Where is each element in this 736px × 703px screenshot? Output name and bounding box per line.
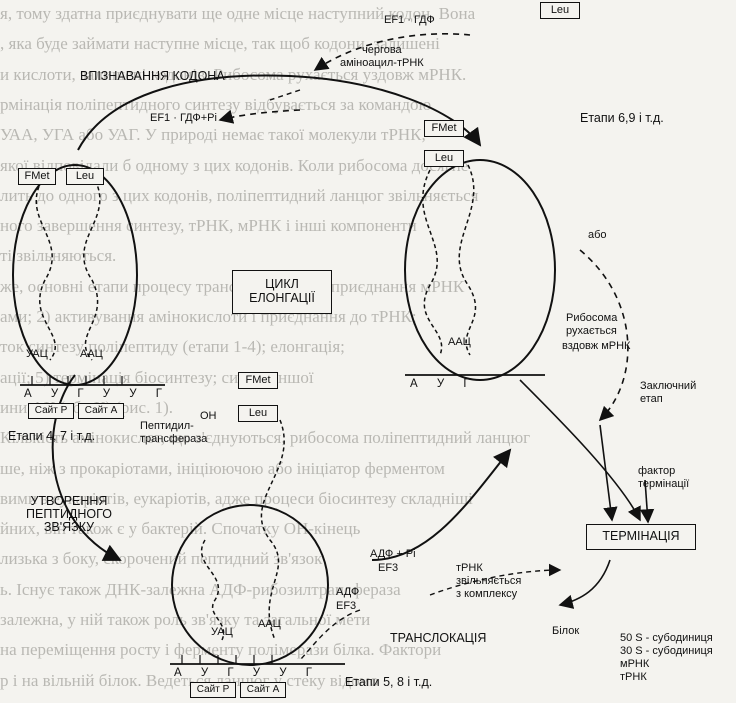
- trna-bottom-2: [260, 419, 285, 641]
- fmet-box-bottom: FMet: [238, 372, 278, 389]
- label-ef1-gdf: EF1 · ГДФ: [384, 14, 435, 26]
- dashed-arrow-adf: [299, 609, 361, 661]
- anticodon-left-2: ААЦ: [80, 348, 103, 360]
- site-p-bottom: Сайт Р: [190, 682, 236, 698]
- label-mrna: мРНК: [620, 658, 650, 670]
- label-adf-pi: АДФ + Pi: [370, 548, 416, 560]
- label-stages-47: Етапи 4, 7 і т.д.: [8, 429, 96, 443]
- label-codon-recognition: ВПІЗНАВАННЯ КОДОНА: [80, 69, 225, 83]
- trna-left-1: [35, 179, 56, 361]
- termination-box: ТЕРМІНАЦІЯ: [586, 524, 696, 550]
- anticodon-bottom-1: УАЦ: [211, 626, 233, 638]
- site-a-bottom: Сайт А: [240, 682, 286, 698]
- trna-right-1: [422, 169, 443, 356]
- dashed-arrow-next-trna: [313, 32, 471, 71]
- label-subunit-50s: 50 S - субодиниця: [620, 632, 713, 644]
- trna-left-2: [83, 179, 101, 361]
- arrow-from-termination: [558, 559, 611, 609]
- label-translocation: ТРАНСЛОКАЦІЯ: [390, 631, 487, 645]
- dashed-arrow-trna-released: [429, 563, 562, 596]
- anticodon-bottom-2: ААЦ: [258, 618, 281, 630]
- dashed-arrow-ef1-pi: [218, 109, 301, 124]
- dashed-arrow-or: [579, 249, 629, 422]
- label-peptidyl-transferase: Пептидил- трансфераза: [140, 420, 208, 445]
- label-ef1-gdf-pi: EF1 · ГДФ+Pi: [150, 112, 217, 124]
- label-or: або: [588, 229, 607, 241]
- label-next-trna: чергова аміноацил-тРНК: [340, 44, 424, 69]
- label-stages-69: Етапи 6,9 і т.д.: [580, 111, 664, 125]
- codon-ticks-bottom: [181, 655, 273, 664]
- dashed-arrow-ef1-out: [269, 89, 301, 101]
- cycle-arrow-bottom: [371, 448, 512, 561]
- label-ribosome-moves: Рибосома рухається: [566, 312, 618, 337]
- anticodon-right: ААЦ: [448, 336, 471, 348]
- label-oh: ОН: [200, 410, 217, 422]
- label-trna: тРНК: [620, 671, 647, 683]
- site-p-left: Сайт Р: [28, 403, 74, 419]
- codons-left: А У Г У У Г: [24, 388, 171, 400]
- label-subunit-30s: 30 S - субодиниця: [620, 645, 713, 657]
- label-protein: Білок: [552, 625, 580, 637]
- label-ef3b: EF3: [336, 600, 357, 612]
- arrow-factor: [639, 479, 655, 524]
- label-adf: АДФ: [336, 586, 360, 598]
- arrow-to-termination-2: [599, 424, 618, 522]
- label-peptide-bond: УТВОРЕННЯ ПЕПТИДНОГО ЗВ'ЯЗКУ: [26, 494, 112, 534]
- label-along-mrna: вздовж мРНК: [562, 340, 631, 352]
- anticodon-left-1: УАЦ: [26, 348, 48, 360]
- label-stages-58: Етапи 5, 8 і т.д.: [345, 675, 433, 689]
- arrow-to-termination-1: [519, 379, 641, 522]
- cycle-arrow-top: [77, 74, 482, 151]
- codon-ticks-left: [31, 376, 123, 385]
- leu-box-left: Leu: [66, 168, 104, 185]
- site-a-left: Сайт А: [78, 403, 124, 419]
- label-factor: фактор термінації: [638, 465, 690, 490]
- ribosome-right: [404, 159, 556, 381]
- leu-box-top: Leu: [540, 2, 580, 19]
- codons-bottom: А У Г У У Г: [174, 667, 321, 679]
- label-trna-released: тРНК звільняється з комплексу: [456, 562, 522, 600]
- trna-right-2: [458, 164, 477, 356]
- elongation-cycle-title: ЦИКЛ ЕЛОНГАЦІЇ: [232, 270, 332, 314]
- fmet-box-left: FMet: [18, 168, 56, 185]
- label-ef3: EF3: [378, 562, 399, 574]
- leu-box-right: Leu: [424, 150, 464, 167]
- leu-box-bottom: Leu: [238, 405, 278, 422]
- label-final-stage: Заключний етап: [640, 380, 697, 405]
- fmet-box-right: FMet: [424, 120, 464, 137]
- cycle-arrow-left: [51, 374, 122, 561]
- codons-right: А У Г: [410, 378, 478, 390]
- trna-bottom-1: [200, 539, 225, 641]
- ribosome-bottom: [171, 504, 329, 666]
